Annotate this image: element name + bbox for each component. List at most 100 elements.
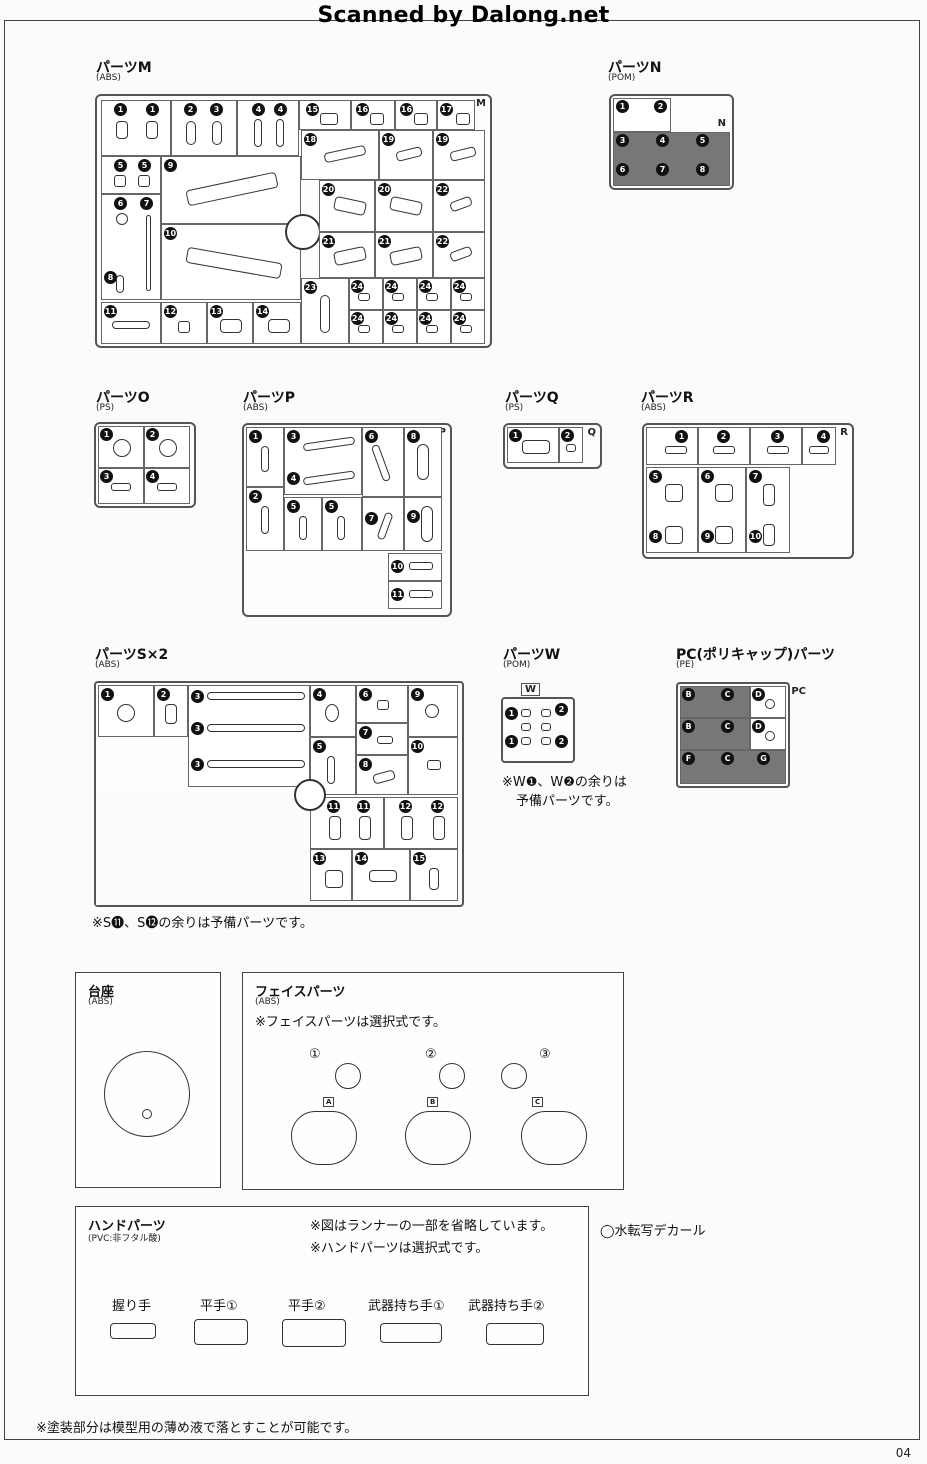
part-shape [417, 444, 429, 480]
part-shape [715, 526, 733, 544]
part-number: 3 [191, 758, 204, 771]
face-note: ※フェイスパーツは選択式です。 [255, 1015, 446, 1030]
part-number: 22 [436, 235, 449, 248]
part-cell-m4: 4 4 [237, 100, 299, 156]
part-number: 12 [431, 800, 444, 813]
runner-w: W 1 1 2 2 [501, 683, 575, 763]
part-shape [165, 704, 177, 724]
runner-n: N 1 2 3 4 5 6 7 8 [609, 94, 734, 190]
part-number: 15 [413, 852, 426, 865]
part-number: 24 [419, 312, 432, 325]
part-shape [763, 524, 775, 546]
part-shape [327, 756, 335, 784]
part-cell-pc-b2: B C [680, 718, 750, 750]
part-cell-o4: 4 [144, 468, 190, 504]
part-number: 6 [616, 163, 629, 176]
runner-q: Q 1 2 [503, 423, 602, 469]
part-shape [329, 816, 341, 840]
part-number: D [752, 720, 765, 733]
part-number: 24 [351, 312, 364, 325]
part-shape [207, 760, 305, 768]
part-cell-m12: 12 [161, 302, 207, 344]
face-c-drawing [521, 1111, 587, 1165]
part-shape [116, 213, 128, 225]
part-shape [276, 119, 284, 147]
part-shape [392, 293, 404, 301]
part-number: 1 [101, 688, 114, 701]
part-number: 14 [355, 852, 368, 865]
part-cell-n1: 1 2 [613, 98, 671, 132]
runner-p-material: (ABS) [243, 403, 268, 413]
runner-o-title: パーツO [96, 390, 150, 406]
part-number: 10 [391, 560, 404, 573]
part-number: 1 [505, 707, 518, 720]
part-shape [359, 816, 371, 840]
hand-flat-1-shape [194, 1319, 248, 1345]
part-number: 1 [114, 103, 127, 116]
part-number: 24 [385, 312, 398, 325]
runner-r: R 1 2 3 4 5 8 6 9 7 10 [642, 423, 854, 559]
part-cell-r1: 1 [646, 427, 698, 465]
part-shape [395, 146, 423, 162]
runner-p-tag: P [438, 427, 446, 438]
part-number: 2 [146, 428, 159, 441]
part-cell-m19b: 19 [433, 130, 485, 180]
part-number: 21 [378, 235, 391, 248]
part-number: B [682, 720, 695, 733]
part-shape [332, 195, 368, 217]
part-cell-r7: 7 10 [746, 467, 790, 553]
part-cell-s10: 10 [408, 737, 458, 795]
part-cell-m21a: 21 [319, 232, 375, 278]
part-number: 1 [146, 103, 159, 116]
part-cell-r6: 6 9 [698, 467, 746, 553]
part-shape [426, 293, 438, 301]
runner-center-hole [285, 214, 321, 250]
runner-s-title: パーツS×2 [95, 647, 169, 663]
part-cell-s13: 13 [310, 849, 352, 901]
part-number: 24 [351, 280, 364, 293]
part-cell-m10: 10 [161, 224, 301, 300]
hand-type-weapon-2: 武器持ち手② [468, 1299, 545, 1314]
part-number: 11 [104, 305, 117, 318]
part-cell-m22b: 22 [433, 232, 485, 278]
runner-m-tag: M [476, 98, 486, 109]
part-number: 2 [555, 735, 568, 748]
part-shape [763, 484, 775, 506]
runner-m-material: (ABS) [96, 73, 121, 83]
hands-title: ハンドパーツ [88, 1219, 166, 1234]
part-number: 2 [157, 688, 170, 701]
part-shape [116, 121, 128, 139]
part-number: 20 [378, 183, 391, 196]
part-shape [186, 121, 196, 145]
part-number: 8 [104, 271, 117, 284]
part-cell-o3: 3 [98, 468, 144, 504]
part-number: 4 [287, 472, 300, 485]
part-cell-o1: 1 [98, 426, 144, 468]
part-number: 16 [356, 103, 369, 116]
part-shape [178, 321, 190, 333]
part-shape [414, 113, 428, 125]
runner-r-tag: R [840, 427, 848, 438]
stand-base-shape [104, 1051, 190, 1137]
part-shape [765, 731, 775, 741]
part-number: 13 [313, 852, 326, 865]
part-number: 15 [306, 103, 319, 116]
part-number: 1 [100, 428, 113, 441]
part-number: 5 [313, 740, 326, 753]
face-tag-c: C [532, 1097, 544, 1107]
decal-label: ◯水転写デカール [600, 1224, 706, 1239]
part-shape [337, 516, 345, 540]
part-cell-q1: 1 [507, 427, 559, 463]
part-number: 6 [365, 430, 378, 443]
part-shape [358, 325, 370, 333]
part-cell-m13: 13 [207, 302, 253, 344]
face-tab-icon [501, 1063, 527, 1089]
part-number: 2 [717, 430, 730, 443]
page-frame [4, 20, 920, 1440]
part-number: 9 [407, 510, 420, 523]
part-number: 6 [359, 688, 372, 701]
part-shape [665, 484, 683, 502]
part-shape [665, 446, 687, 454]
part-number: 16 [400, 103, 413, 116]
part-shape [358, 293, 370, 301]
